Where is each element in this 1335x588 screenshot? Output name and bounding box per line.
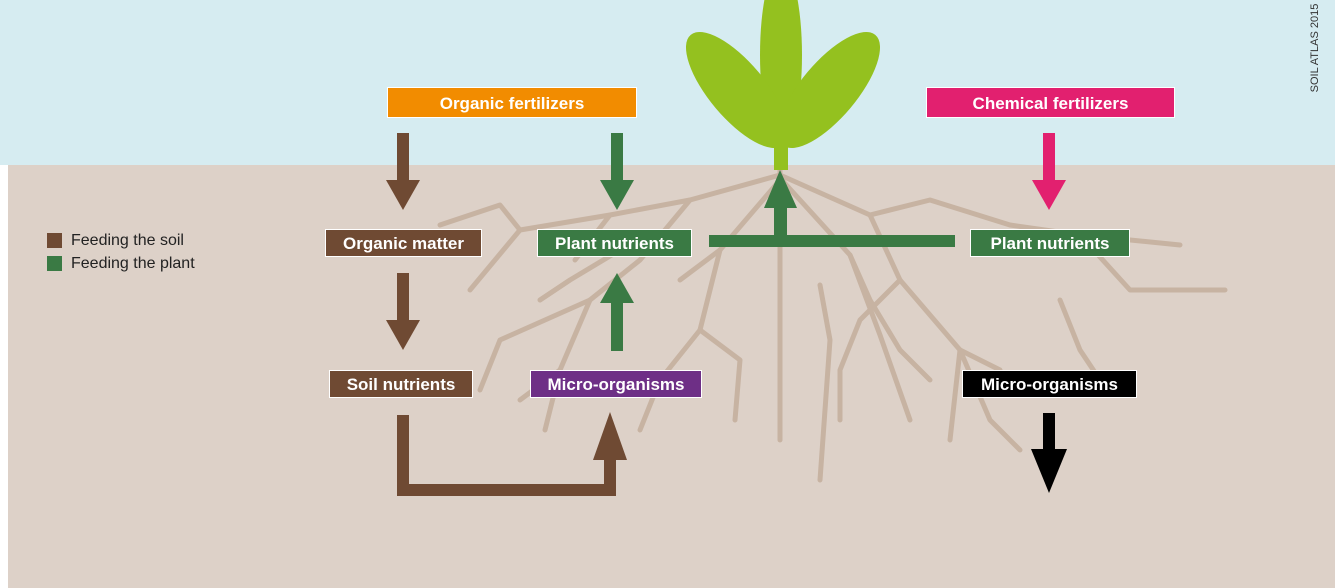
legend-item-soil: Feeding the soil (47, 229, 195, 252)
legend-swatch-soil (47, 233, 62, 248)
legend-label-plant: Feeding the plant (71, 255, 195, 273)
plant-nutrients-right-box: Plant nutrients (970, 229, 1130, 257)
legend-item-plant: Feeding the plant (47, 252, 195, 275)
organic-fertilizers-box: Organic fertilizers (387, 87, 637, 118)
legend-swatch-plant (47, 256, 62, 271)
plant-nutrients-left-box: Plant nutrients (537, 229, 692, 257)
plant-stem (774, 100, 788, 170)
organic-matter-box: Organic matter (325, 229, 482, 257)
soil-nutrients-box: Soil nutrients (329, 370, 473, 398)
micro-organisms-left-box: Micro-organisms (530, 370, 702, 398)
chemical-fertilizers-box: Chemical fertilizers (926, 87, 1175, 118)
legend: Feeding the soil Feeding the plant (47, 229, 195, 275)
source-credit: SOIL ATLAS 2015 (1309, 0, 1323, 103)
sky-background (0, 0, 1335, 165)
micro-organisms-right-box: Micro-organisms (962, 370, 1137, 398)
legend-label-soil: Feeding the soil (71, 232, 184, 250)
